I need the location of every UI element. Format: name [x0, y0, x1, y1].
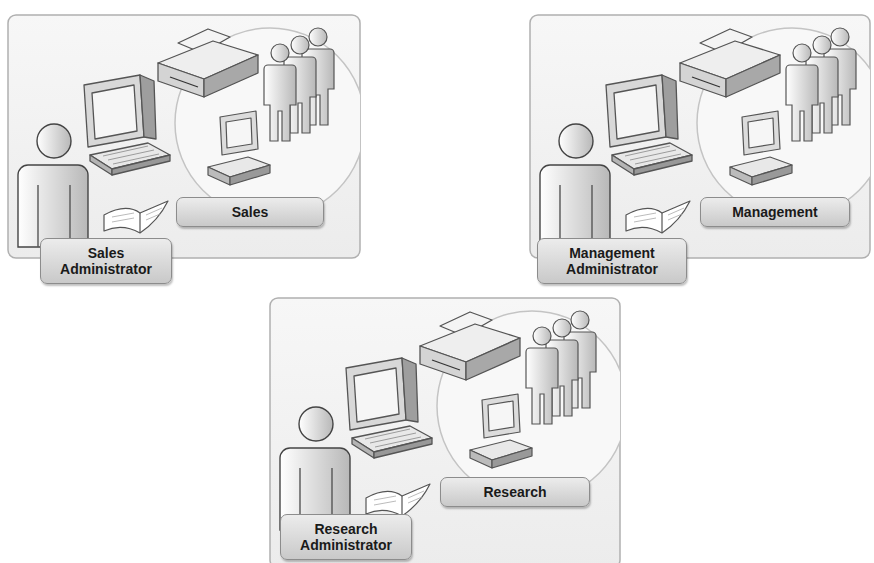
administrator-label: Sales Administrator: [40, 238, 172, 284]
office-scene: [540, 28, 870, 247]
label-text: Sales Administrator: [49, 245, 163, 277]
office-scene: [280, 311, 620, 530]
office-scene: [540, 28, 870, 247]
group-label: Management: [700, 197, 850, 227]
office-scene: [18, 28, 360, 247]
group-label: Sales: [176, 197, 324, 227]
office-scene: [280, 311, 620, 530]
office-scene: [18, 28, 360, 247]
label-text: Research: [483, 484, 546, 500]
administrator-label: Research Administrator: [280, 514, 412, 560]
label-text: Sales: [232, 204, 269, 220]
label-text: Research Administrator: [289, 521, 403, 553]
label-text: Management: [732, 204, 818, 220]
administrator-label: Management Administrator: [537, 238, 687, 284]
group-label: Research: [440, 477, 590, 507]
label-text: Management Administrator: [546, 245, 678, 277]
